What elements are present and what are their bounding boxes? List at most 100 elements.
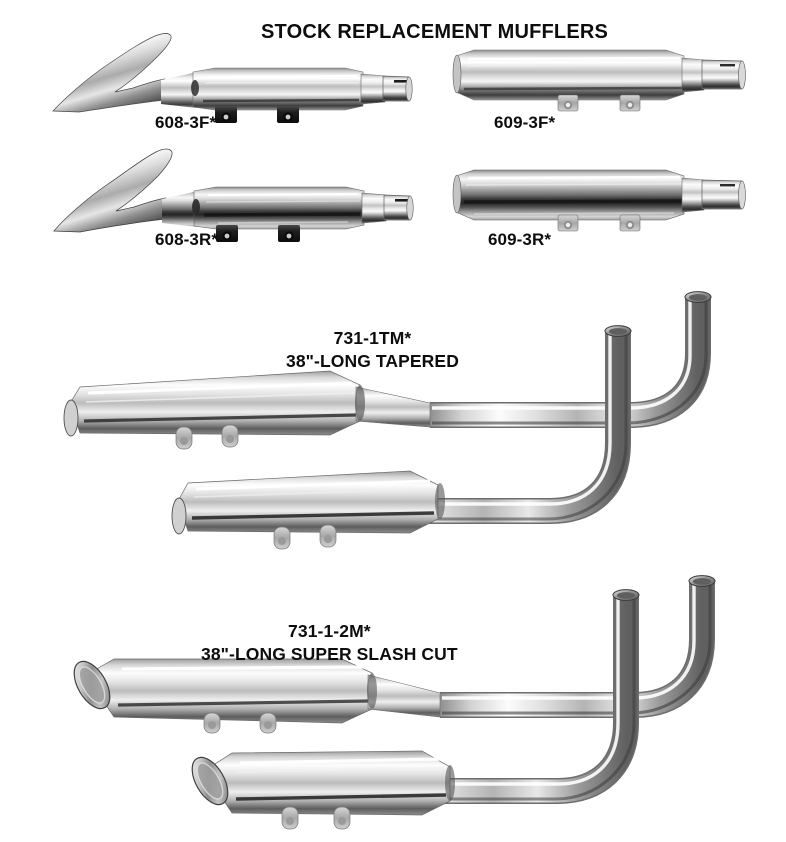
- muffler-body: [455, 169, 685, 221]
- page-title: STOCK REPLACEMENT MUFFLERS: [261, 21, 609, 43]
- mounting-bracket: [557, 214, 579, 232]
- part-number-731-1-2M: 731-1-2M*: [288, 621, 371, 641]
- header-pipe-outline: [430, 297, 711, 428]
- header-pipe: [320, 331, 630, 523]
- body-highlight: [207, 192, 359, 197]
- body-highlight: [239, 757, 443, 765]
- pipe-bore: [617, 592, 635, 599]
- body-highlight: [121, 665, 365, 671]
- header-highlight: [322, 335, 612, 506]
- body-to-header-neck: [367, 674, 441, 718]
- body-highlight: [237, 767, 445, 773]
- body-shadow: [83, 413, 357, 423]
- mounting-bracket: [277, 106, 299, 123]
- rear-step: [360, 73, 386, 105]
- body-shadow: [235, 793, 447, 801]
- muffler-608-3R-graphic: [53, 148, 414, 242]
- muffler-tip-opening: [63, 399, 79, 437]
- mounting-bracket: [281, 806, 299, 830]
- muffler-body: [177, 470, 439, 534]
- slash-cut-tip: [73, 660, 111, 710]
- upper-pipe-731-1TM: [63, 291, 712, 450]
- inlet-opening: [452, 54, 462, 94]
- part-label-609-3F: 609-3F*: [494, 113, 556, 132]
- weld-dimple: [191, 80, 199, 96]
- muffler-figure-609-3R: [452, 162, 752, 240]
- slash-cut-tip: [191, 756, 229, 806]
- rear-step: [361, 192, 387, 224]
- taper-neck: [162, 191, 198, 227]
- muffler-body: [192, 67, 364, 111]
- pipe-set-731-1TM: [30, 275, 760, 565]
- body-shadow: [117, 699, 369, 707]
- body-shadow: [191, 511, 435, 520]
- muffler-body: [69, 370, 361, 436]
- weld-joint: [445, 765, 455, 801]
- pipe-bore: [693, 578, 711, 585]
- header-pipe: [430, 297, 710, 427]
- muffler-609-3R-graphic: [452, 169, 746, 232]
- collar-slot: [720, 64, 735, 67]
- rear-step: [681, 57, 705, 93]
- collar-slot: [394, 80, 407, 83]
- body-highlight: [217, 221, 349, 224]
- muffler-tip-opening: [171, 497, 187, 535]
- muffler-figure-608-3R: [48, 145, 418, 242]
- header-pipe: [440, 581, 714, 717]
- header-highlight: [332, 599, 620, 786]
- mounting-bracket: [215, 106, 237, 123]
- mounting-bracket: [333, 806, 351, 830]
- header-highlight: [442, 585, 696, 700]
- body-highlight: [193, 488, 433, 498]
- pipe-set-label-731-1-2M: 731-1-2M* 38"-LONG SUPER SLASH CUT: [201, 620, 458, 666]
- weld-dimple: [192, 199, 200, 215]
- body-highlight: [467, 56, 681, 61]
- part-description-731-1-2M: 38"-LONG SUPER SLASH CUT: [201, 644, 458, 665]
- lower-pipe-731-1TM: [171, 325, 632, 550]
- outlet-opening: [405, 76, 413, 102]
- lower-pipe-731-1-2M: [191, 589, 640, 830]
- fishtail-tip: [53, 148, 173, 233]
- body-highlight: [87, 381, 353, 395]
- body-highlight: [473, 212, 675, 215]
- pipe-set-731-1TM-graphic: [63, 291, 712, 550]
- body-highlight: [465, 64, 683, 67]
- mounting-bracket: [619, 214, 641, 232]
- header-shadow: [332, 599, 636, 801]
- part-description-731-1TM: 38"-LONG TAPERED: [286, 351, 459, 372]
- pipe-bore: [689, 294, 707, 301]
- body-highlight: [119, 675, 367, 679]
- body-highlight: [85, 392, 355, 403]
- part-label-608-3F: 608-3F*: [155, 113, 217, 132]
- muffler-body: [193, 186, 365, 230]
- outlet-opening: [406, 195, 414, 221]
- header-shadow: [432, 301, 708, 425]
- mounting-bracket: [221, 424, 239, 448]
- mounting-bracket: [273, 526, 291, 550]
- mounting-bracket: [259, 712, 277, 734]
- header-pipe: [330, 595, 638, 803]
- mounting-bracket: [278, 225, 300, 242]
- header-shadow: [322, 335, 628, 521]
- outlet-opening: [738, 180, 746, 210]
- rear-step: [681, 177, 705, 213]
- collar-slot: [395, 199, 408, 202]
- mounting-bracket: [557, 94, 579, 112]
- body-highlight: [465, 183, 683, 186]
- muffler-figure-609-3F: [452, 42, 752, 118]
- outlet-collar: [382, 75, 410, 102]
- collar-slot: [720, 184, 735, 187]
- muffler-figure-608-3F: [45, 28, 415, 123]
- fishtail-tip: [52, 33, 172, 113]
- mounting-bracket: [216, 225, 238, 242]
- body-highlight: [467, 175, 681, 180]
- body-shadow: [463, 199, 683, 204]
- outlet-opening: [738, 60, 746, 90]
- header-highlight: [432, 301, 692, 410]
- weld-joint: [355, 385, 365, 421]
- mounting-bracket: [175, 426, 193, 450]
- body-highlight: [195, 479, 431, 491]
- body-shadow: [463, 86, 683, 91]
- inlet-opening: [452, 174, 462, 214]
